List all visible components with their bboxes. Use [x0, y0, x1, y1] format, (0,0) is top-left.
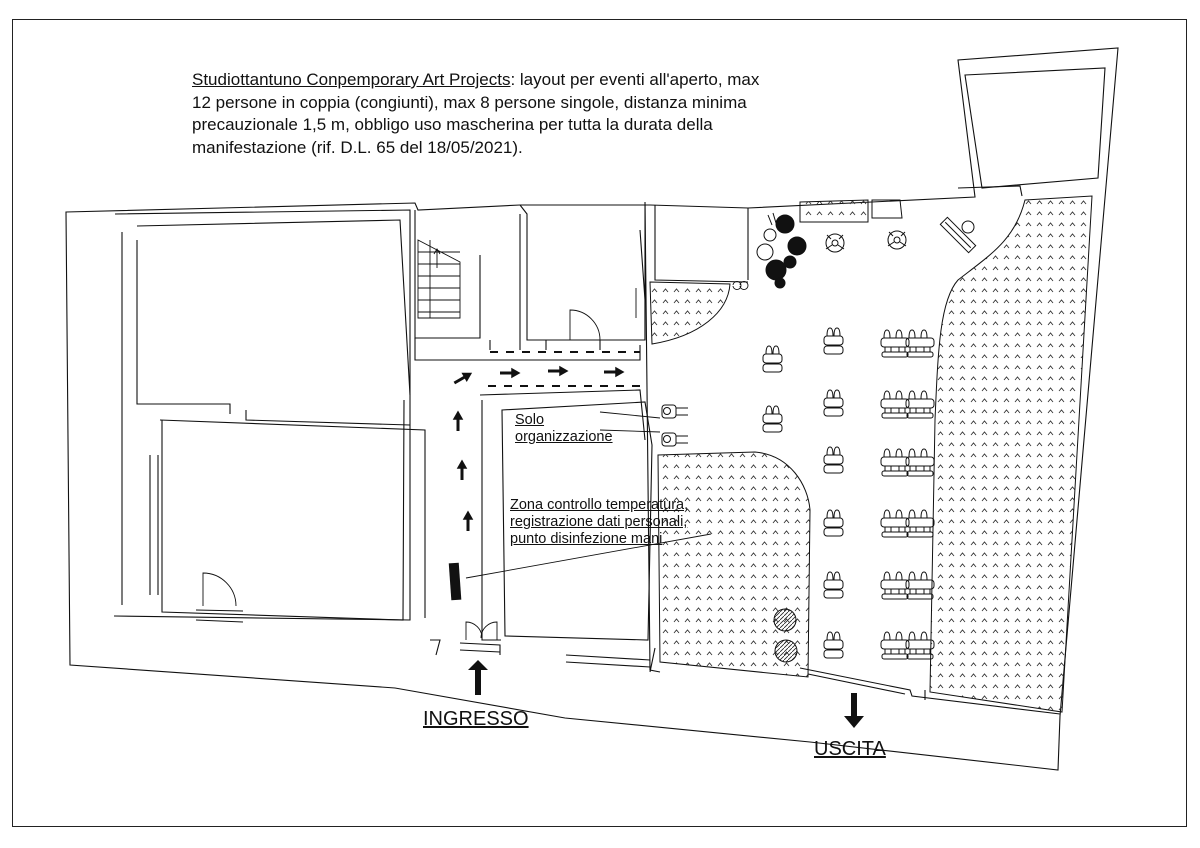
- single-seat: [762, 345, 783, 373]
- single-seat: [762, 405, 783, 433]
- staff-only-label: Solo organizzazione: [515, 412, 613, 446]
- staff-seats: [661, 404, 689, 447]
- garden-areas: [649, 195, 1093, 713]
- title-line3: precauzionale 1,5 m, obbligo uso mascher…: [192, 115, 713, 134]
- pair-seat: [905, 631, 935, 660]
- title-block: Studiottantuno Conpemporary Art Projects…: [192, 69, 872, 159]
- staff-seat: [661, 404, 689, 419]
- entrance-label: INGRESSO: [423, 708, 529, 730]
- pair-seat: [880, 631, 910, 660]
- disinfection-station: [448, 562, 462, 601]
- single-seat: [823, 571, 844, 599]
- single-seat: [823, 389, 844, 417]
- title-line2: 12 persone in coppia (congiunti), max 8 …: [192, 92, 747, 112]
- staff-only-line2: organizzazione: [515, 429, 613, 445]
- stair: [417, 239, 461, 319]
- pair-seat: [880, 509, 910, 538]
- title-line1: : layout per eventi all'aperto, max: [510, 70, 760, 89]
- single-seat: [823, 509, 844, 537]
- title-line4: manifestazione (rif. D.L. 65 del 18/05/2…: [192, 137, 523, 157]
- organization-name: Studiottantuno Conpemporary Art Projects: [192, 70, 511, 89]
- exit-arrow: [844, 693, 864, 728]
- leader-lines: [465, 411, 712, 579]
- pair-seat: [905, 509, 935, 538]
- exit-label: USCITA: [814, 738, 886, 760]
- check-zone-line2: registrazione dati personali,: [510, 514, 688, 530]
- pair-seat: [905, 448, 935, 477]
- building-walls: [65, 47, 1119, 771]
- pair-seat: [905, 571, 935, 600]
- single-seat: [823, 446, 844, 474]
- plants: [756, 212, 807, 663]
- check-zone-line1: Zona controllo temperatura,: [510, 497, 689, 513]
- pair-seat: [905, 390, 935, 419]
- doors: [202, 281, 749, 640]
- staff-only-line1: Solo: [515, 412, 545, 428]
- single-seat: [823, 327, 844, 355]
- drawing-frame: [12, 19, 1187, 827]
- check-zone-label: Zona controllo temperatura, registrazion…: [510, 497, 688, 548]
- pair-seat: [880, 448, 910, 477]
- check-zone-line3: punto disinfezione mani: [510, 531, 663, 547]
- single-seat: [823, 631, 844, 659]
- pair-seat: [880, 571, 910, 600]
- entrance-arrow: [468, 660, 488, 695]
- pair-seats: [880, 329, 935, 660]
- garden-furniture: [825, 216, 977, 254]
- pair-seat: [880, 390, 910, 419]
- pair-seat: [905, 329, 935, 358]
- pair-seat: [880, 329, 910, 358]
- direction-arrows: [452, 365, 625, 531]
- staff-seat: [661, 432, 689, 447]
